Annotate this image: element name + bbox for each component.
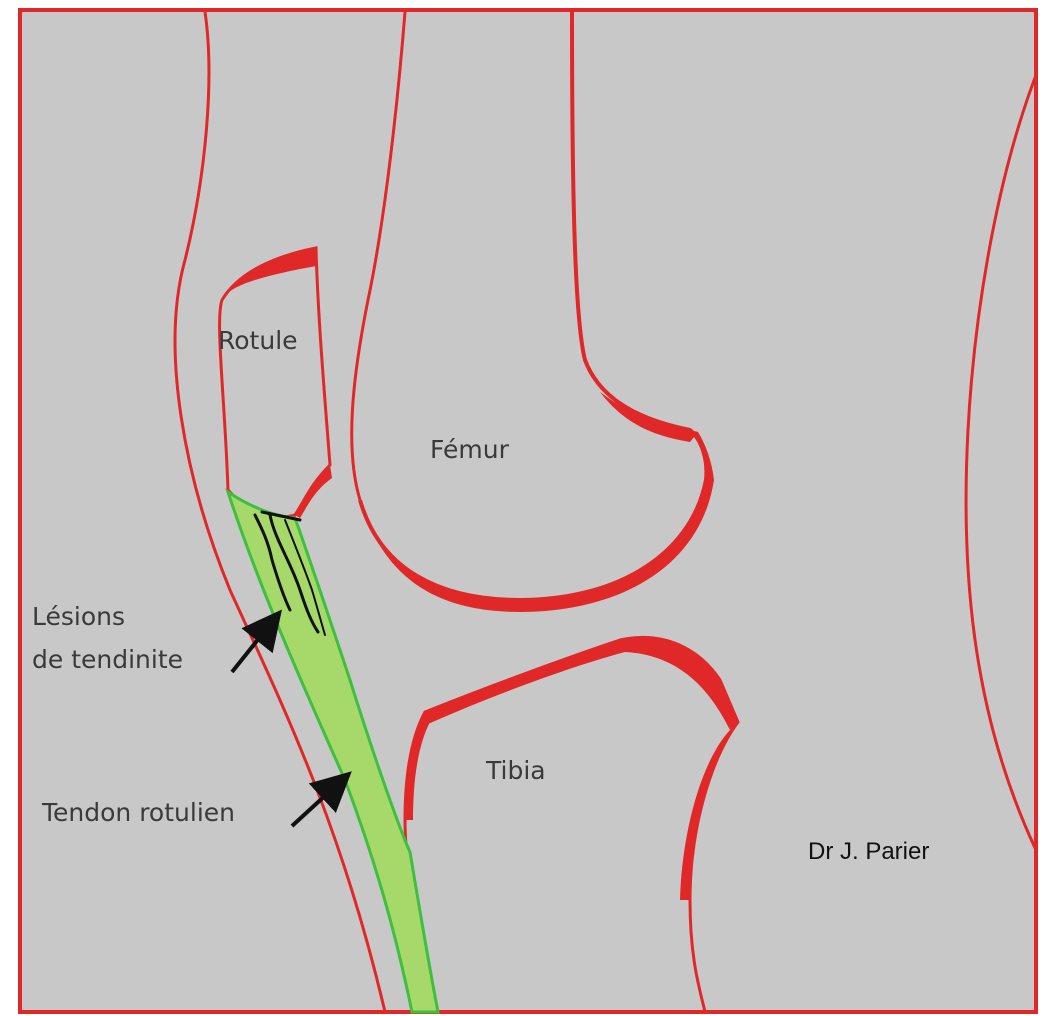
lesions-label-line1: Lésions bbox=[32, 602, 125, 632]
patella-label: Rotule bbox=[218, 326, 298, 356]
femur-label: Fémur bbox=[430, 435, 509, 465]
author-credit: Dr J. Parier bbox=[808, 838, 929, 866]
patella-outline bbox=[220, 248, 330, 517]
tibia-label: Tibia bbox=[486, 756, 546, 786]
tendon-label: Tendon rotulien bbox=[42, 798, 235, 828]
lesions-label-line2: de tendinite bbox=[32, 645, 183, 675]
